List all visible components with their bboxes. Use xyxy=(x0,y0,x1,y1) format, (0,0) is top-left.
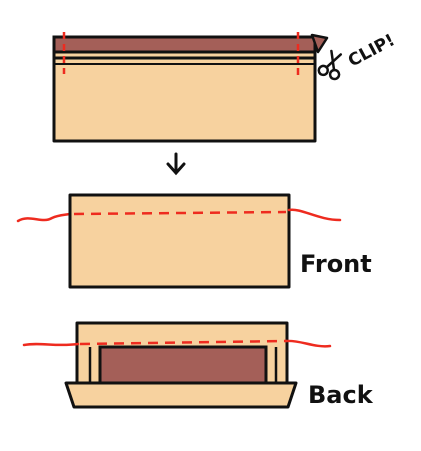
step-1-folded-strip xyxy=(52,32,329,143)
thread-right-front xyxy=(287,208,342,222)
front-panel-group xyxy=(16,193,342,289)
arrow-down-icon xyxy=(166,152,186,176)
strip-body xyxy=(52,35,317,143)
scissors-icon xyxy=(317,49,343,81)
back-folded-flap xyxy=(64,381,298,409)
back-label: Back xyxy=(308,381,374,409)
front-stitch-line xyxy=(73,210,287,216)
thread-left-front xyxy=(16,212,72,223)
strip-brown-band xyxy=(52,35,317,54)
back-panel-group xyxy=(22,321,332,409)
clip-label: CLIP! xyxy=(345,30,398,71)
back-brown-inner xyxy=(98,345,268,389)
front-panel xyxy=(68,193,291,289)
thread-left-back xyxy=(22,342,80,347)
front-label: Front xyxy=(300,250,372,278)
thread-right-back xyxy=(285,339,332,348)
clipped-corner xyxy=(310,33,329,54)
back-stitch-line xyxy=(79,339,288,346)
